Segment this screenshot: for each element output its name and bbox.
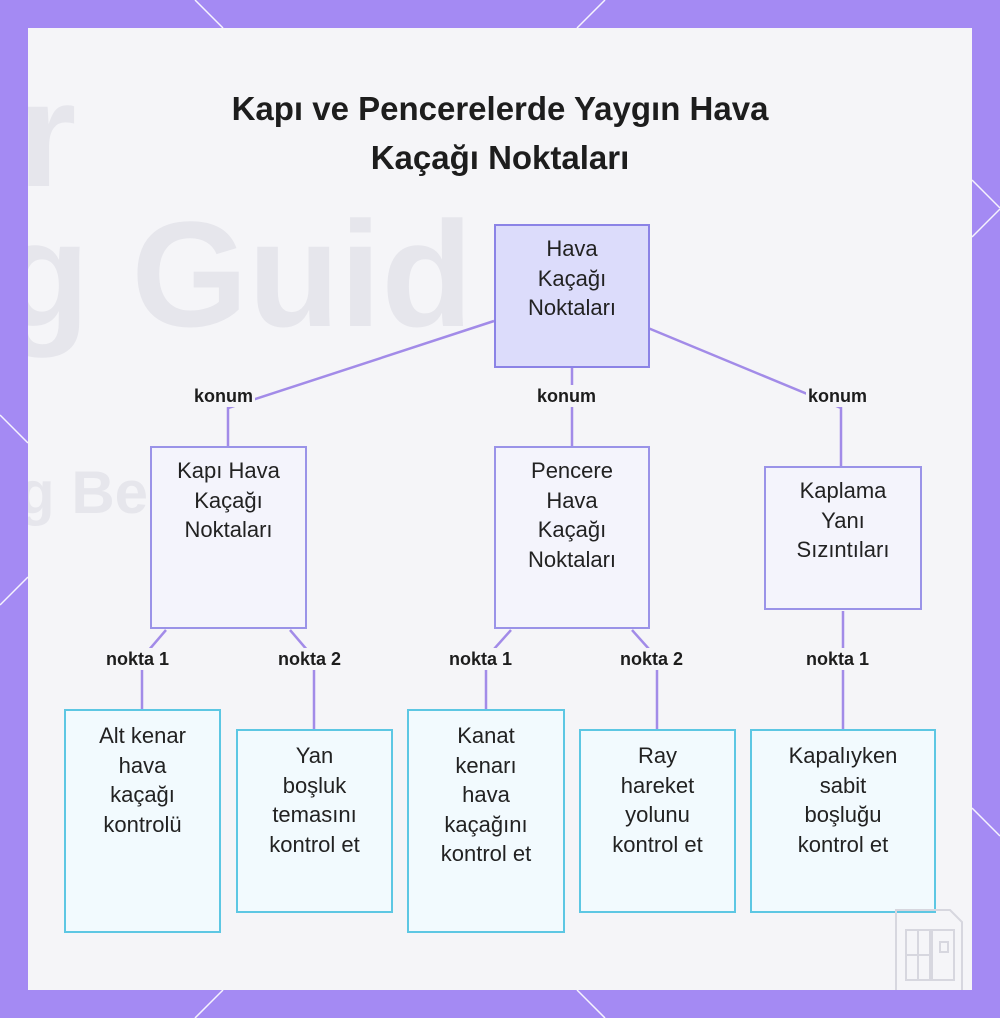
node-window-point-2-line-4: kontrol et (612, 831, 703, 857)
node-window-point-2-line-2: hareket (620, 772, 695, 798)
node-door-point-1-line-2: hava (118, 752, 167, 778)
node-window-point-2-line-3: yolunu (625, 802, 690, 827)
node-window-point-2: Ray hareket yolunu kontrol et (579, 729, 736, 913)
edge-root-cladding (647, 326, 843, 468)
watermark-line-2: g Guid (28, 190, 473, 358)
edge-label-window-p1: nokta 1 (447, 648, 515, 670)
node-cladding-point-1-line-2: sabit (819, 772, 867, 798)
node-window-point-1-line-1: Kanat (457, 723, 515, 748)
node-door-point-1-line-1: Alt kenar (99, 723, 186, 748)
node-root-line-1: Hava (546, 236, 598, 261)
node-window-line-2: Hava (546, 487, 598, 513)
watermark-line-3: g Be (28, 459, 149, 526)
node-window-point-1: Kanat kenarı hava kaçağını kontrol et (407, 709, 565, 933)
node-door-point-1-line-4: kontrolü (103, 811, 182, 837)
edge-label-cladding-p1: nokta 1 (804, 648, 872, 670)
node-cladding-point-1-line-4: kontrol et (797, 831, 889, 857)
diagram-title: Kapı ve Pencerelerde Yaygın Hava Kaçağı … (28, 84, 972, 182)
node-door-point-2-line-1: Yan (295, 743, 334, 768)
edge-root-door (226, 319, 495, 448)
node-root-line-3: Noktaları (527, 295, 617, 320)
node-window-line-1: Pencere (531, 458, 613, 483)
node-window-point-1-line-4: kaçağını (444, 811, 528, 837)
node-window-line-3: Kaçağı (537, 517, 607, 542)
title-line-2: Kaçağı Noktaları (370, 139, 630, 176)
node-door-point-2: Yan boşluk temasını kontrol et (236, 729, 393, 913)
edge-window-p2 (631, 629, 659, 732)
node-root: Hava Kaçağı Noktaları (494, 224, 650, 368)
node-window-point-1-line-3: hava (462, 782, 510, 807)
edge-label-door-p2: nokta 2 (276, 648, 344, 670)
node-door-line-1: Kapı Hava (177, 458, 280, 483)
node-door-line-2: Kaçağı (194, 487, 263, 513)
node-door-point-2-line-3: temasını (272, 802, 357, 827)
node-cladding-line-3: Sızıntıları (796, 537, 890, 562)
node-window-point-1-line-5: kontrol et (440, 841, 532, 866)
title-line-1: Kapı ve Pencerelerde Yaygın Hava (231, 90, 769, 127)
edge-label-door-p1: nokta 1 (104, 648, 172, 670)
node-window-point-2-line-1: Ray (637, 743, 678, 768)
edge-label-root-cladding: konum (806, 385, 870, 407)
edge-door-p2 (289, 629, 316, 732)
edge-label-root-window: konum (535, 385, 599, 407)
node-root-line-2: Kaçağı (537, 265, 607, 291)
node-cladding-point-1-line-3: boşluğu (804, 802, 882, 827)
diagram-panel: r g Guid g Be Kapı ve Pencerelerde Yaygı… (28, 28, 972, 990)
node-window: Pencere Hava Kaçağı Noktaları (494, 446, 650, 629)
node-door-point-2-line-2: boşluk (282, 772, 347, 798)
node-cladding-point-1: Kapalıyken sabit boşluğu kontrol et (750, 729, 936, 913)
node-door-point-2-line-4: kontrol et (269, 831, 360, 857)
node-door: Kapı Hava Kaçağı Noktaları (150, 446, 307, 629)
edge-door-p1 (140, 629, 167, 712)
edge-window-p1 (484, 629, 512, 712)
watermark-line-1: r (28, 50, 77, 218)
edge-label-root-door: konum (192, 385, 256, 407)
node-cladding-point-1-line-1: Kapalıyken (788, 743, 898, 768)
node-door-point-1: Alt kenar hava kaçağı kontrolü (64, 709, 221, 933)
node-window-line-4: Noktaları (527, 546, 617, 572)
node-cladding-line-2: Yanı (821, 507, 865, 533)
edge-label-window-p2: nokta 2 (618, 648, 686, 670)
node-window-point-1-line-2: kenarı (455, 752, 517, 778)
node-cladding-line-1: Kaplama (799, 478, 887, 503)
node-door-line-3: Noktaları (184, 517, 273, 542)
document-window-icon (895, 909, 963, 990)
node-door-point-1-line-3: kaçağı (110, 782, 175, 807)
node-cladding: Kaplama Yanı Sızıntıları (764, 466, 922, 610)
